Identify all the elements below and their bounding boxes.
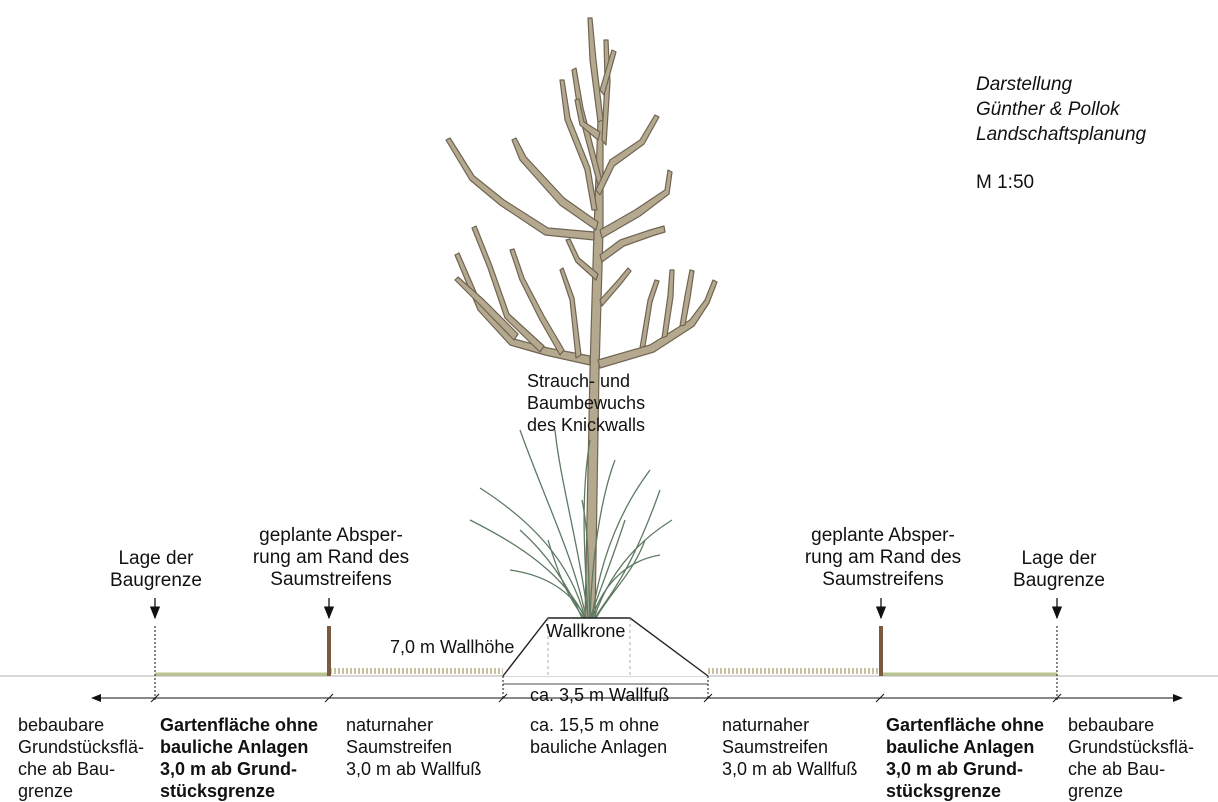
zone-line: Grundstücksflä- (1068, 737, 1195, 757)
zone-line: bebaubare (18, 715, 105, 735)
zone-line: Grundstücksflä- (18, 737, 145, 757)
tree-branch (639, 279, 660, 349)
tree-branch (509, 248, 565, 356)
wallfuss-label: ca. 3,5 m Wallfuß (530, 685, 670, 705)
vegetation-label-line: Strauch- und (527, 371, 631, 391)
zone-line: stücksgrenze (886, 781, 1002, 801)
zone-saum-right: naturnaher Saumstreifen 3,0 m ab Wallfuß (722, 714, 857, 780)
tree-branch (599, 49, 617, 96)
zone-line: 3,0 m ab Grund- (160, 759, 298, 779)
tree-branch (597, 279, 718, 369)
zone-line: bauliche Anlagen (160, 737, 309, 757)
tree-branch (599, 169, 673, 239)
zone-garten-right: Gartenfläche ohne bauliche Anlagen 3,0 m… (886, 714, 1044, 802)
scale-label: M 1:50 (976, 172, 1035, 193)
vegetation-label-line: des Knickwalls (527, 415, 646, 435)
zone-line: bebaubare (1068, 715, 1155, 735)
tree-branch (559, 267, 582, 359)
tree-branch (454, 252, 591, 366)
tree-branch (679, 269, 695, 327)
zone-line: 3,0 m ab Wallfuß (722, 759, 858, 779)
zone-line: ca. 15,5 m ohne (530, 715, 660, 735)
wallhoehe-label: 7,0 m Wallhöhe (390, 637, 515, 657)
tree-branch (574, 98, 601, 141)
callout-line: Saumstreifens (822, 569, 944, 590)
zone-line: grenze (1068, 781, 1124, 801)
absperrung-post-left (327, 626, 331, 676)
zone-center: ca. 15,5 m ohne bauliche Anlagen (530, 714, 667, 758)
zone-line: grenze (18, 781, 74, 801)
tree-illustration (445, 17, 718, 619)
dimension-ticks (150, 676, 1062, 703)
zone-line: bauliche Anlagen (886, 737, 1035, 757)
zone-saum-left: naturnaher Saumstreifen 3,0 m ab Wallfuß (346, 714, 481, 780)
callout-line: rung am Rand des (804, 547, 962, 568)
credit-line: Günther & Pollok (976, 99, 1120, 120)
zone-line: bauliche Anlagen (530, 737, 668, 757)
callout-line: geplante Absper- (811, 525, 955, 546)
absperrung-label-right: geplante Absper- rung am Rand des Saumst… (798, 525, 968, 591)
zone-line: Saumstreifen (346, 737, 453, 757)
zone-bebaubar-right: bebaubare Grundstücksflä- che ab Bau- gr… (1068, 714, 1194, 802)
baugrenze-label-right: Lage der Baugrenze (1003, 548, 1115, 592)
tree-branch (565, 238, 599, 281)
tree-branch (599, 267, 632, 307)
tree-branch (599, 225, 666, 263)
callout-line: Baugrenze (110, 570, 202, 591)
zone-garten-left: Gartenfläche ohne bauliche Anlagen 3,0 m… (160, 714, 318, 802)
tree-branch (445, 137, 595, 241)
zone-line: stücksgrenze (160, 781, 276, 801)
baugrenze-label-left: Lage der Baugrenze (100, 548, 212, 592)
absperrung-label-left: geplante Absper- rung am Rand des Saumst… (246, 525, 416, 591)
zone-line: Gartenfläche ohne (160, 715, 319, 735)
tree-branch (471, 225, 545, 353)
absperrung-post-right (879, 626, 883, 676)
zone-line: 3,0 m ab Wallfuß (346, 759, 482, 779)
tree-branch (454, 276, 519, 341)
vegetation-label: Strauch- und Baumbewuchs des Knickwalls (527, 370, 645, 436)
callout-line: Lage der (1021, 548, 1097, 569)
callout-line: Baugrenze (1013, 570, 1105, 591)
tree-branch (587, 17, 604, 123)
tree-branch (511, 137, 599, 231)
zone-line: naturnaher (722, 715, 810, 735)
zone-line: 3,0 m ab Grund- (886, 759, 1024, 779)
credit-line: Darstellung (976, 74, 1073, 95)
credit-block: Darstellung Günther & Pollok Landschafts… (976, 72, 1146, 147)
callout-line: rung am Rand des (252, 547, 410, 568)
credit-line: Landschaftsplanung (976, 124, 1147, 145)
callout-line: Lage der (118, 548, 194, 569)
callout-line: Saumstreifens (270, 569, 392, 590)
tree-branch (559, 79, 598, 211)
tree-branch (661, 269, 675, 339)
zone-line: Gartenfläche ohne (886, 715, 1045, 735)
grass-tuft (469, 429, 673, 619)
zone-line: naturnaher (346, 715, 434, 735)
zone-line: Saumstreifen (722, 737, 829, 757)
callout-line: geplante Absper- (259, 525, 403, 546)
knickwall-profile (502, 617, 709, 677)
wallkrone-label: Wallkrone (546, 621, 626, 641)
tree-branch (595, 114, 660, 196)
zone-line: che ab Bau- (18, 759, 116, 779)
zone-bebaubar-left: bebaubare Grundstücksflä- che ab Bau- gr… (18, 714, 144, 802)
vegetation-label-line: Baumbewuchs (527, 393, 646, 413)
zone-line: che ab Bau- (1068, 759, 1166, 779)
